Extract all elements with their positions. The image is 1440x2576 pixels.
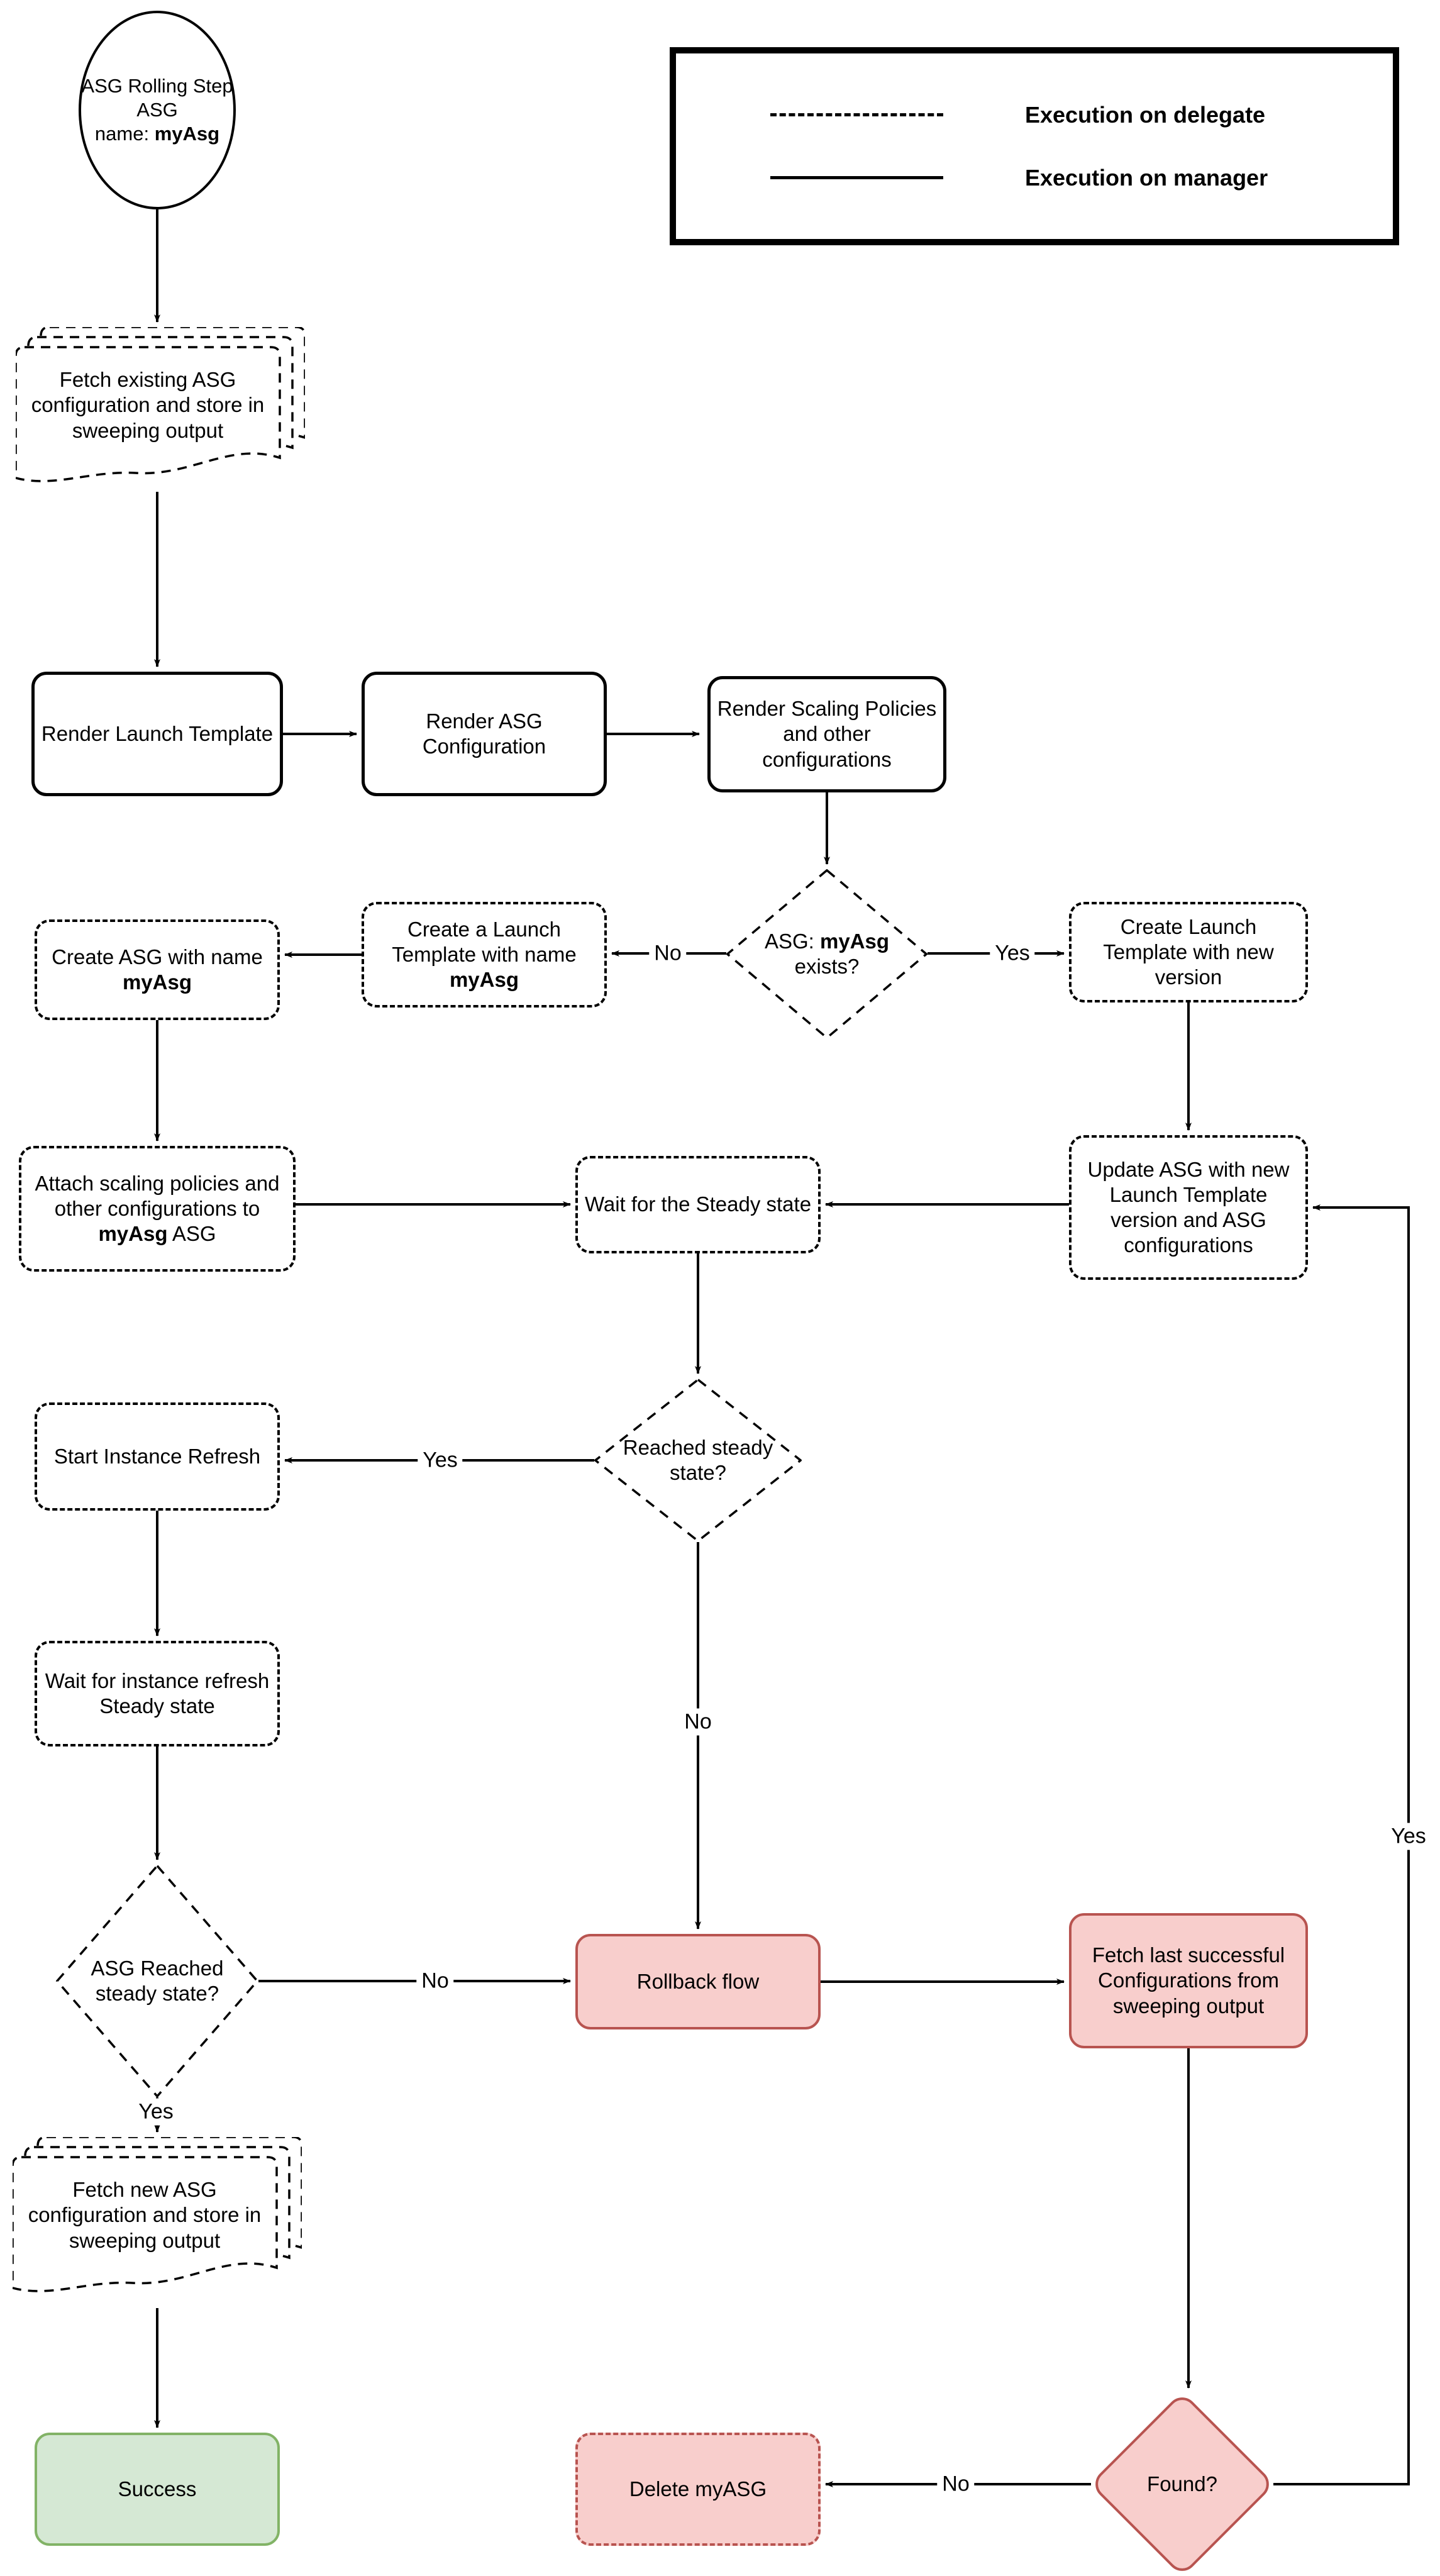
node-create-asg: Create ASG with name myAsg bbox=[35, 919, 280, 1020]
asg-exists-name: myAsg bbox=[819, 929, 890, 953]
dashed-line-sample bbox=[770, 113, 943, 116]
fetch-new-label: Fetch new ASG configuration and store in… bbox=[28, 2178, 262, 2252]
node-attach-policies: Attach scaling policies and other config… bbox=[19, 1146, 296, 1272]
start-line3: name: myAsg bbox=[95, 122, 219, 146]
node-rollback-flow: Rollback flow bbox=[575, 1934, 821, 2029]
edge-label-asg-reached-no: No bbox=[416, 1967, 454, 1995]
legend-row-manager: Execution on manager bbox=[676, 165, 1393, 191]
asg-exists-label: ASG: myAsg exists? bbox=[739, 882, 915, 1026]
node-render-asg-config: Render ASG Configuration bbox=[362, 672, 607, 796]
node-update-asg: Update ASG with new Launch Template vers… bbox=[1069, 1135, 1308, 1280]
legend: Execution on delegate Execution on manag… bbox=[670, 47, 1399, 245]
node-wait-instance-refresh: Wait for instance refresh Steady state bbox=[35, 1641, 280, 1746]
node-start-instance-refresh: Start Instance Refresh bbox=[35, 1402, 280, 1511]
diamond-shape bbox=[594, 1379, 802, 1542]
node-create-lt-new-version: Create Launch Template with new version bbox=[1069, 902, 1308, 1002]
create-lt-name: myAsg bbox=[449, 968, 519, 992]
create-asg-name: myAsg bbox=[122, 970, 192, 994]
node-fetch-new: Fetch new ASG configuration and store in… bbox=[11, 2136, 303, 2308]
edge-label-asg-exists-yes: Yes bbox=[990, 940, 1035, 967]
node-asg-exists-decision: ASG: myAsg exists? bbox=[726, 869, 928, 1039]
legend-manager-label: Execution on manager bbox=[1025, 164, 1268, 191]
node-success: Success bbox=[35, 2433, 280, 2546]
create-asg-pre: Create ASG with name bbox=[52, 945, 263, 969]
edge-label-found-no: No bbox=[937, 2470, 975, 2498]
edge-label-asg-reached-yes: Yes bbox=[133, 2098, 179, 2126]
asg-reached-steady-label: ASG Reached steady state? bbox=[91, 1956, 224, 2005]
multi-document-shape bbox=[14, 326, 306, 482]
diamond-shape bbox=[726, 869, 928, 1039]
fetch-existing-label: Fetch existing ASG configuration and sto… bbox=[31, 368, 265, 442]
start-line1: ASG Rolling Step bbox=[81, 75, 233, 97]
legend-delegate-label: Execution on delegate bbox=[1025, 101, 1266, 128]
edge-label-reached-no: No bbox=[679, 1708, 717, 1736]
attach-pre: Attach scaling policies and other config… bbox=[35, 1171, 280, 1220]
edge-label-reached-yes: Yes bbox=[418, 1446, 463, 1474]
node-found-decision: Found? bbox=[1091, 2393, 1273, 2575]
legend-row-delegate: Execution on delegate bbox=[676, 102, 1393, 128]
node-render-scaling: Render Scaling Policies and other config… bbox=[707, 676, 946, 792]
edge-label-asg-exists-no: No bbox=[649, 940, 687, 967]
create-lt-pre: Create a Launch Template with name bbox=[392, 917, 577, 966]
asg-exists-suf: exists? bbox=[794, 955, 860, 978]
multi-document-shape bbox=[11, 2136, 303, 2292]
attach-suf: ASG bbox=[167, 1222, 216, 1246]
start-line3-name: myAsg bbox=[154, 122, 220, 145]
attach-name: myAsg bbox=[98, 1222, 168, 1246]
node-start-circle: ASG Rolling Step ASG name: myAsg bbox=[79, 11, 236, 209]
start-line2: ASG bbox=[136, 99, 178, 121]
node-render-launch-template: Render Launch Template bbox=[31, 672, 283, 796]
solid-line-sample bbox=[770, 176, 943, 179]
node-wait-steady: Wait for the Steady state bbox=[575, 1156, 821, 1253]
reached-steady-label: Reached steady state? bbox=[623, 1435, 773, 1484]
node-delete-myasg: Delete myASG bbox=[575, 2433, 821, 2546]
node-reached-steady-decision: Reached steady state? bbox=[594, 1379, 802, 1542]
diamond-shape bbox=[1095, 2397, 1269, 2571]
start-line3-prefix: name: bbox=[94, 122, 155, 145]
asg-exists-pre: ASG: bbox=[764, 929, 820, 953]
node-create-launch-template: Create a Launch Template with name myAsg bbox=[362, 902, 607, 1008]
diamond-shape bbox=[56, 1865, 258, 2097]
node-asg-reached-steady-decision: ASG Reached steady state? bbox=[56, 1865, 258, 2097]
edge-label-found-yes: Yes bbox=[1386, 1823, 1431, 1850]
node-fetch-last-config: Fetch last successful Configurations fro… bbox=[1069, 1913, 1308, 2048]
node-fetch-existing: Fetch existing ASG configuration and sto… bbox=[14, 326, 306, 492]
found-label: Found? bbox=[1147, 2472, 1217, 2496]
